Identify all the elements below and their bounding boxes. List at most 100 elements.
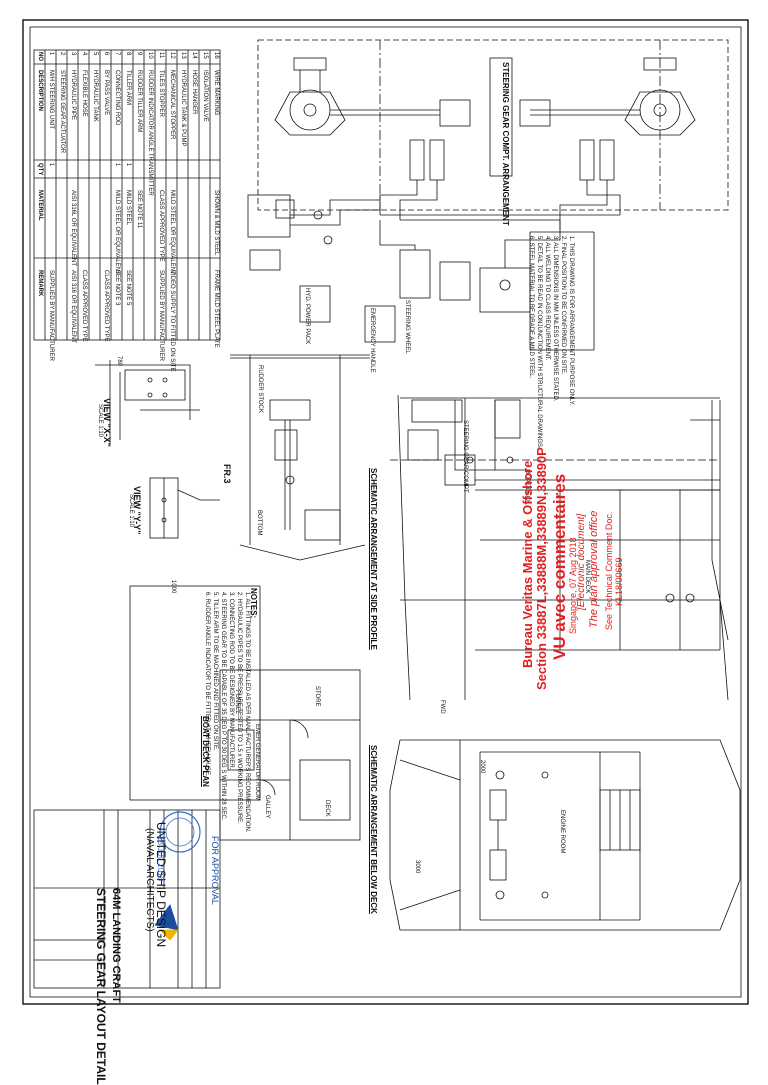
label-emer-gen-room: EMER GENERATOR ROOM (254, 724, 260, 801)
table-cell: 4 (81, 52, 87, 56)
table-cell: STEERING GEAR ACTUATOR (59, 70, 65, 154)
table-header-no: NO (37, 52, 43, 61)
notes-heading: NOTES: (249, 588, 258, 619)
dim-2000: 2000 (479, 760, 485, 774)
table-cell: SUPPLIED BY MANUFACTURER (158, 270, 164, 361)
table-cell: TILES STOPPER (158, 70, 164, 117)
stamp-sections: Section 33887L,33888M,33889N,33890P (534, 447, 549, 690)
table-cell: HOSE HANGER (191, 70, 197, 115)
dim-780: 780 (116, 356, 122, 367)
table-cell: SHOWN & MILD STEEL (213, 190, 219, 256)
table-cell: 2 (59, 52, 65, 56)
table-cell: VIDEO SUPPLY TO FITTED ON SITE (169, 270, 175, 372)
title-block (33, 809, 221, 989)
table-cell: CLASS APPROVED TYPE (158, 190, 164, 262)
side-note-1: 1. THIS DRAWING IS FOR ARRANGEMENT PURPO… (568, 236, 574, 406)
stamp-society: Bureau Veritas Marine & Offshore (520, 460, 535, 668)
table-cell: 3 (70, 52, 76, 56)
stamp-electronic: [Electronic document] (576, 513, 587, 610)
view-x-x (95, 360, 200, 445)
label-hyd-power-pack: HYD. POWER PACK (304, 288, 310, 345)
table-cell: MILD STEEL OR EQUIVALENT (169, 190, 175, 275)
table-cell: CLASS APPROVED TYPE (81, 270, 87, 342)
frame-3-section (230, 354, 370, 561)
table-cell: 9 (136, 52, 142, 56)
label-galley: GALLEY (264, 795, 270, 819)
table-cell: 12 (169, 52, 175, 59)
note-3: 3. CONNECTING ROD TO BE DESIGNED BY MANU… (228, 592, 234, 770)
boat-deck-plan (219, 669, 361, 841)
below-deck-title: SCHEMATIC ARRANGEMENT BELOW DECK (369, 745, 378, 914)
stamp-kl: KL18/00669 (614, 557, 624, 606)
table-cell: 14 (191, 52, 197, 59)
label-steering-wheel: STEERING WHEEL (404, 300, 410, 354)
side-note-6: 6. STEEL MATERIAL TO BE GRADE A MILD STE… (528, 236, 534, 379)
table-cell: FRAME MILD STEEL PLATE (213, 270, 219, 348)
label-fwd: FWD (439, 700, 445, 714)
parts-table (33, 49, 221, 341)
label-store: STORE (314, 686, 320, 707)
table-cell: HYDRAULIC TANK & PUMP (180, 70, 186, 147)
side-note-2: 2. FINAL POSITION TO BE CONFIRMED ON SIT… (560, 236, 566, 375)
table-cell: 10 (147, 52, 153, 59)
status-label: FOR APPROVAL (210, 836, 220, 905)
table-cell: 7 (114, 52, 120, 56)
table-cell: RUDDER TILLER ARM (136, 70, 142, 133)
label-engine-room: ENGINE ROOM (559, 810, 565, 854)
label-funnel: FUNNEL (234, 690, 240, 715)
table-header-material: MATERIAL (37, 190, 43, 221)
table-cell: 11 (158, 52, 164, 59)
table-cell: SEE NOTE 5 (125, 270, 131, 306)
table-header-remark: REMARK (37, 270, 43, 297)
note-1: 1. ALL FITTINGS TO BE INSTALLED AS PER M… (244, 592, 250, 833)
table-cell: CLASS APPROVED TYPE (103, 270, 109, 342)
stamp-date: 18 JUL 2018 (156, 836, 165, 882)
steering-gear-compt-arrangement (247, 39, 729, 351)
table-cell: 1 (48, 163, 54, 167)
table-header-qty: QTY (37, 163, 43, 176)
label-emergency-handle: EMERGENCY HANDLE (369, 308, 375, 373)
label-deck: DECK (324, 800, 330, 817)
dim-3000: 3000 (414, 860, 420, 874)
inner-border (29, 26, 742, 998)
table-cell: RUDDER INDICATOR ANGLE TRANSMITTER (147, 70, 153, 196)
stamp-ref: See Technical Comment Doc. (604, 511, 614, 630)
dim-1000: 1000 (170, 580, 176, 594)
label-steering-compt: STEERING GEAR COMPT (462, 420, 468, 493)
table-cell: MECHANICAL STOPPER (169, 70, 175, 140)
view-y-y (149, 477, 220, 539)
table-cell: MILD STEEL OR EQUIVALENT (114, 190, 120, 275)
view-x-label: VIEW "X-X" (102, 398, 112, 448)
outer-border (22, 19, 749, 1005)
drawing-sheet (22, 19, 749, 1005)
table-cell: 16 (213, 52, 219, 59)
table-cell: HYDRAULIC TANK (92, 70, 98, 122)
table-cell: SUPPLIED BY MANUFACTURER (48, 270, 54, 361)
stamp-office: The plan approval office (588, 510, 600, 628)
below-deck-view (389, 739, 741, 931)
side-profile-view (390, 394, 729, 701)
table-cell: ISOLATION VALVE (202, 70, 208, 122)
table-cell: SEE NOTE 3 (114, 270, 120, 306)
table-cell: M/H STEERING UNIT (48, 70, 54, 130)
table-header-desc: DESCRIPTION (37, 70, 43, 112)
note-6: 6. RUDDER ANGLE INDICATOR TO BE FITTED A… (204, 592, 210, 777)
table-cell: AISI 316L OR EQUIVALENT (70, 190, 76, 267)
table-cell: 15 (202, 52, 208, 59)
table-cell: 1 (48, 52, 54, 56)
table-cell: 5 (92, 52, 98, 56)
table-cell: 8 (125, 52, 131, 56)
stamp-verdict: VU avec commentaires (550, 473, 569, 660)
side-note-4: 4. ALL WELDING TO CLASS REQUIREMENT. (544, 236, 550, 361)
steering-arrangement-title: STEERING GEAR COMPT. ARRANGEMENT (501, 62, 510, 226)
label-scale-x: SCALE 1:10 (97, 404, 103, 438)
table-cell: HYDRAULIC PIPE (70, 70, 76, 121)
round-stamp (159, 811, 201, 853)
table-cell: 6 (103, 52, 109, 56)
table-cell: WIRE MARKING (213, 70, 219, 116)
company-subtitle: (NAVAL ARCHITECTS) (144, 828, 155, 932)
side-note-5: 5. DETAIL TO BE READ IN CONJUNCTION WITH… (536, 236, 542, 449)
drawing-title: STEERING GEAR LAYOUT DETAIL (94, 888, 108, 1085)
table-cell: FLEXIBLE HOSE (81, 70, 87, 117)
table-cell: TILLER ARM (125, 70, 131, 106)
